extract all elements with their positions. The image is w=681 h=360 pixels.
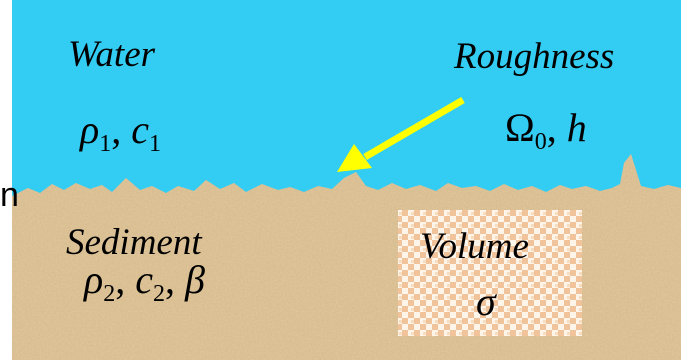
h-symbol: h bbox=[566, 105, 587, 150]
subscript: 1 bbox=[99, 131, 112, 157]
subscript: 2 bbox=[103, 281, 116, 307]
water-label: Water bbox=[68, 34, 156, 75]
sediment-properties: ρ2, c2, β bbox=[84, 257, 205, 307]
roughness-label: Roughness bbox=[454, 36, 615, 77]
c-symbol: c bbox=[135, 257, 153, 302]
roughness-arrow bbox=[337, 96, 465, 172]
comma: , bbox=[115, 257, 136, 302]
sediment-label: Sediment bbox=[66, 222, 202, 263]
volume-label: Volume bbox=[420, 226, 529, 267]
volume-properties: σ bbox=[476, 282, 496, 322]
beta-symbol: β bbox=[184, 257, 205, 302]
cut-letter: n bbox=[0, 176, 19, 214]
rho-symbol: ρ bbox=[80, 107, 100, 152]
comma: , bbox=[164, 257, 185, 302]
comma: , bbox=[111, 107, 132, 152]
rho-symbol: ρ bbox=[84, 257, 104, 302]
c-symbol: c bbox=[131, 107, 149, 152]
comma: , bbox=[546, 105, 567, 150]
omega-symbol: Ω bbox=[505, 105, 535, 150]
roughness-properties: Ω0, h bbox=[505, 105, 587, 155]
water-properties: ρ1, c1 bbox=[80, 107, 161, 157]
subscript: 0 bbox=[534, 129, 547, 155]
subscript: 2 bbox=[152, 281, 165, 307]
volume-box bbox=[398, 210, 582, 336]
sigma-symbol: σ bbox=[476, 279, 496, 324]
subscript: 1 bbox=[148, 131, 161, 157]
